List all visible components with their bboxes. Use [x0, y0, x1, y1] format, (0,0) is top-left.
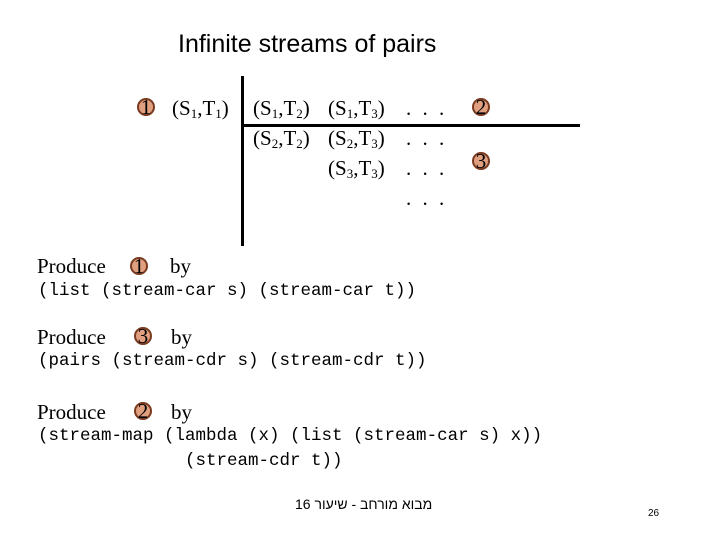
produce-2-by: by [171, 400, 192, 424]
row3-ellipsis: . . . [406, 156, 448, 180]
badge-2-label: 2 [475, 95, 487, 119]
row4-ellipsis: . . . [406, 186, 448, 210]
produce-1-label: Produce [37, 254, 106, 278]
produce-3-code: (pairs (stream-cdr s) (stream-cdr t)) [38, 351, 427, 371]
produce-1-badge [130, 257, 148, 275]
produce-3-by: by [171, 325, 192, 349]
vertical-divider [241, 76, 244, 246]
horizontal-divider [243, 124, 580, 127]
row2-ellipsis: . . . [406, 126, 448, 150]
produce-2-badge-label: 2 [137, 399, 149, 423]
produce-2-badge [134, 402, 152, 420]
produce-2-code-line2: (stream-cdr t)) [185, 451, 343, 471]
produce-1-badge-label: 1 [133, 254, 145, 278]
produce-2-label: Produce [37, 400, 106, 424]
pair-s1-t2: (S1,T2) [253, 96, 310, 121]
pair-s1-t1: (S1,T1) [172, 96, 229, 121]
pair-s1-t3: (S1,T3) [328, 96, 385, 121]
badge-1-marker [137, 98, 155, 116]
slide-title: Infinite streams of pairs [178, 30, 437, 58]
badge-2-marker [472, 98, 490, 116]
pair-s2-t3: (S2,T3) [328, 126, 385, 151]
page-number: 26 [648, 508, 660, 519]
produce-3-badge-label: 3 [137, 324, 149, 348]
row1-ellipsis: . . . [406, 96, 448, 120]
produce-1-code: (list (stream-car s) (stream-car t)) [38, 281, 417, 301]
produce-3-badge [134, 327, 152, 345]
produce-3-label: Produce [37, 325, 106, 349]
badge-1-label: 1 [140, 95, 152, 119]
slide-footer: מבוא מורחב - שיעור 16 [295, 496, 433, 512]
produce-1-by: by [170, 254, 191, 278]
pair-s3-t3: (S3,T3) [328, 156, 385, 181]
pair-s2-t2: (S2,T2) [253, 126, 310, 151]
produce-2-code-line1: (stream-map (lambda (x) (list (stream-ca… [38, 426, 543, 446]
badge-3-marker [472, 152, 490, 170]
badge-3-label: 3 [475, 149, 487, 173]
